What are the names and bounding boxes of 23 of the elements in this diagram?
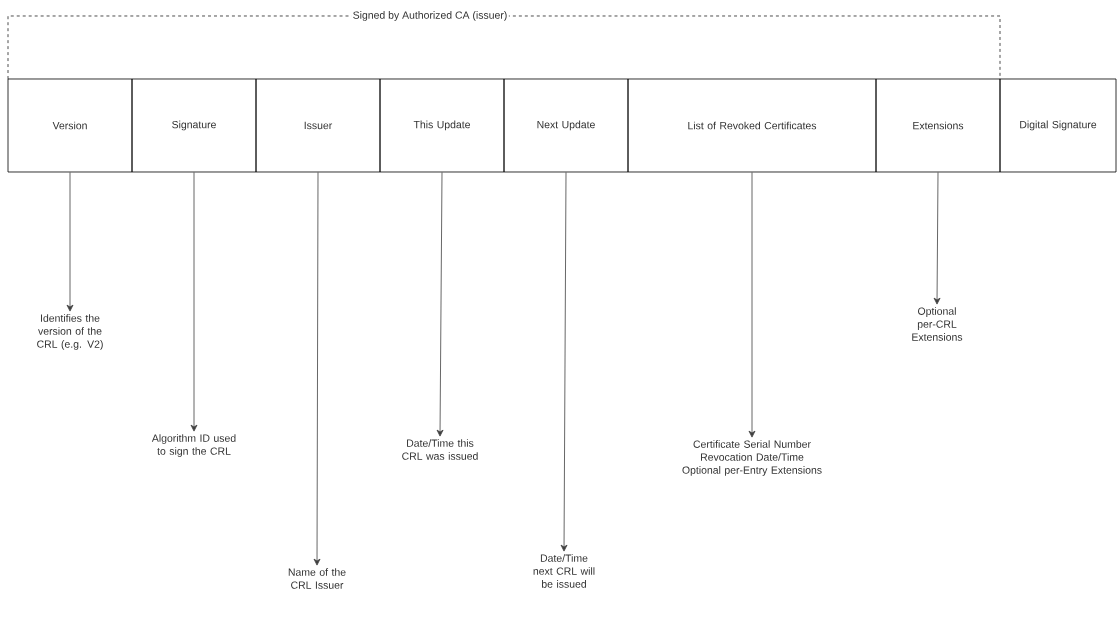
- arrow: [933, 172, 941, 305]
- field-cell: Version: [7, 78, 133, 173]
- arrow: [748, 172, 756, 438]
- bracket-label: Signed by Authorized CA (issuer): [351, 9, 509, 23]
- arrow: [313, 172, 321, 566]
- description-text: Date/Time this CRL was issued: [402, 439, 478, 460]
- description-text: Identifies the version of the CRL (e.g. V2): [37, 314, 103, 350]
- field-cell: List of Revoked Certificates: [627, 78, 877, 173]
- arrow: [190, 172, 198, 432]
- field-cell: Extensions: [875, 78, 1001, 173]
- arrow: [66, 172, 74, 312]
- description-text: Certificate Serial Number Revocation Date/Time Optional per-Entry Extensions: [682, 440, 822, 476]
- description-text: Name of the CRL Issuer: [288, 568, 346, 589]
- field-cell: Issuer: [255, 78, 381, 173]
- description-text: Date/Time next CRL will be issued: [533, 554, 595, 588]
- arrow: [560, 172, 568, 552]
- field-cell: Next Update: [503, 78, 629, 173]
- field-cell: Signature: [131, 78, 257, 173]
- arrow: [436, 172, 444, 437]
- description-text: Optional per-CRL Extensions: [912, 307, 963, 341]
- field-cell: Digital Signature: [999, 78, 1117, 173]
- field-cell: This Update: [379, 78, 505, 173]
- description-text: Algorithm ID used to sign the CRL: [151, 434, 236, 457]
